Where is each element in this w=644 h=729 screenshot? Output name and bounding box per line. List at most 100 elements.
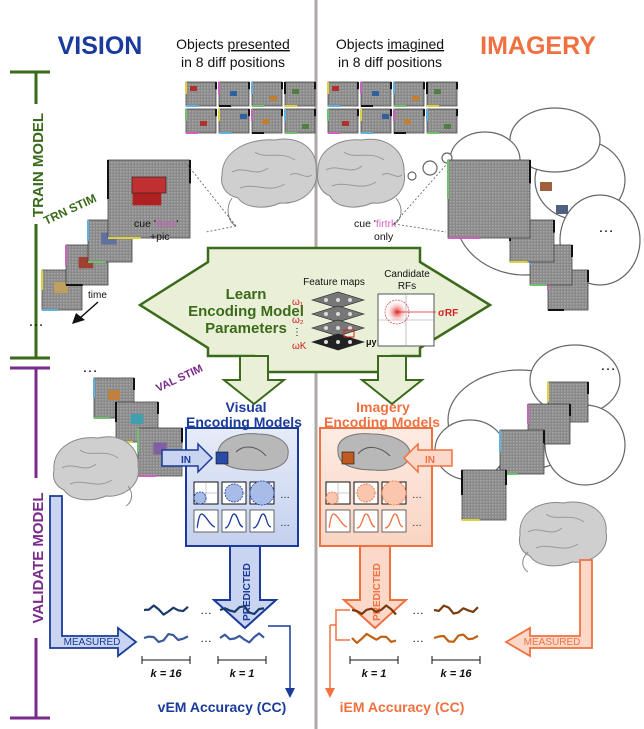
feature-map-layer	[310, 333, 366, 351]
imagery-em-title-2: Encoding Models	[324, 414, 440, 430]
imagery-thumb	[327, 81, 359, 107]
validate-model-bracket: VALIDATE MODEL	[10, 366, 50, 720]
imagery-series-dots-bottom: …	[412, 631, 424, 645]
imagery-tuning-row: …	[325, 509, 422, 533]
vision-k16-bracket	[141, 656, 191, 664]
vision-measured-series-k1	[219, 632, 265, 644]
validate-model-label: VALIDATE MODEL	[30, 492, 47, 623]
imagery-rf-cell	[325, 481, 351, 505]
imagery-predicted-series-k1	[351, 604, 397, 616]
imagery-thumb	[360, 81, 392, 107]
vision-k1-label: k = 1	[230, 668, 255, 680]
imagery-timeseries	[351, 604, 479, 644]
weight-1: ω₁	[292, 297, 304, 308]
visual-em-medial-brain	[215, 433, 289, 471]
vision-timeseries	[143, 604, 265, 644]
vem-accuracy-label: vEM Accuracy (CC)	[158, 699, 287, 715]
imagery-tuning-ellipsis: …	[412, 518, 422, 529]
imagery-em-title-1: Imagery	[356, 399, 410, 415]
imagery-predicted-arrow: PREDICTED	[341, 545, 409, 630]
imagery-heading: IMAGERY	[480, 32, 596, 60]
weight-2: ω₂	[292, 315, 304, 326]
imagery-val-frame	[461, 469, 507, 521]
vision-measured-label: MEASURED	[64, 637, 121, 648]
imagery-rf-cell	[353, 481, 379, 505]
brain-vision-validate	[52, 436, 140, 507]
imagery-rf-row: …	[325, 480, 422, 506]
candidate-rfs-label-1: Candidate	[384, 269, 430, 280]
imagery-predicted-label: PREDICTED	[372, 563, 383, 621]
candidate-rfs-label-2: RFs	[398, 281, 416, 292]
imagery-measured-series-k1	[351, 632, 397, 644]
vision-thumb	[185, 81, 217, 107]
train-model-bracket: TRAIN MODEL	[10, 70, 50, 360]
cue-vision: cue 'firtrk'	[134, 218, 178, 230]
imagery-series-dots-top: …	[412, 603, 424, 617]
imagery-in-arrow: IN	[402, 442, 453, 474]
imagery-thumb	[360, 108, 392, 134]
feature-maps-label: Feature maps	[303, 277, 365, 288]
vision-training-stack	[41, 159, 191, 311]
imagery-rf-cell	[381, 480, 407, 506]
vision-thumb	[284, 81, 316, 107]
vision-measured-series-k16	[143, 633, 189, 644]
iem-accuracy-connector	[325, 609, 350, 698]
vision-predicted-arrow: PREDICTED	[211, 545, 279, 630]
sigma-rf: σRF	[438, 308, 458, 319]
imagery-thumb	[393, 81, 425, 107]
learn-label-line3: Parameters	[205, 320, 287, 337]
imagery-subtitle-line2: in 8 diff positions	[338, 54, 442, 70]
time-label: time	[88, 290, 107, 301]
imagery-position-thumbnails	[327, 81, 458, 134]
feature-map-layer	[310, 319, 366, 337]
imagery-train-frame	[447, 159, 531, 239]
stack-ellipsis-left: …	[28, 313, 44, 330]
imagery-k1-bracket	[349, 656, 399, 664]
iem-accuracy-label: iEM Accuracy (CC)	[340, 699, 465, 715]
imagery-k16-bracket	[431, 656, 481, 664]
vision-thumb	[218, 81, 250, 107]
feature-map-layer	[310, 305, 366, 323]
vision-series-dots-bottom: …	[200, 631, 212, 645]
visual-rf-ellipsis: …	[280, 490, 290, 501]
learn-label-line2: Encoding Model	[188, 303, 304, 320]
imagery-thumb	[327, 108, 359, 134]
vem-accuracy-connector	[268, 625, 295, 698]
vision-k1-bracket	[217, 656, 267, 664]
imagery-rf-ellipsis: …	[412, 490, 422, 501]
vision-subtitle-line2: in 8 diff positions	[181, 54, 285, 70]
weight-k: ωK	[292, 341, 307, 352]
vision-subtitle-line1: Objects presented	[176, 36, 290, 52]
candidate-rf-plot	[377, 293, 436, 347]
vision-thumb	[284, 108, 316, 134]
feature-map-layer	[310, 291, 366, 309]
imagery-tuning-cell	[353, 509, 379, 533]
imagery-predicted-series-k16	[433, 604, 479, 615]
vision-predicted-series-k1	[219, 605, 265, 616]
brain-vision-train	[185, 138, 317, 233]
visual-rf-cell	[249, 480, 275, 506]
visual-tuning-ellipsis: …	[280, 518, 290, 529]
time-arrow: time	[72, 290, 107, 324]
imagery-k1-label: k = 1	[362, 668, 387, 680]
imagery-tuning-cell	[325, 509, 351, 533]
imagery-val-frame	[499, 429, 545, 475]
vision-predicted-label: PREDICTED	[242, 563, 253, 621]
train-object-image	[131, 176, 167, 194]
imagery-in-label: IN	[425, 455, 435, 466]
visual-rf-row: …	[193, 480, 290, 506]
imagery-training-stack	[447, 159, 589, 311]
imagery-thumb	[426, 108, 458, 134]
imagery-subtitle-line1: Objects imagined	[336, 36, 444, 52]
visual-em-title-2: Encoding Models	[186, 414, 302, 430]
vision-in-label: IN	[181, 455, 191, 466]
visual-tuning-row: …	[193, 509, 290, 533]
vision-heading: VISION	[58, 32, 143, 60]
vision-position-thumbnails	[185, 81, 316, 134]
val-ellipsis-left: …	[82, 359, 98, 376]
vision-thumb	[251, 81, 283, 107]
train-stimulus-frame	[107, 159, 191, 239]
visual-tuning-cell	[193, 509, 219, 533]
brain-imagery-validate	[518, 501, 608, 573]
